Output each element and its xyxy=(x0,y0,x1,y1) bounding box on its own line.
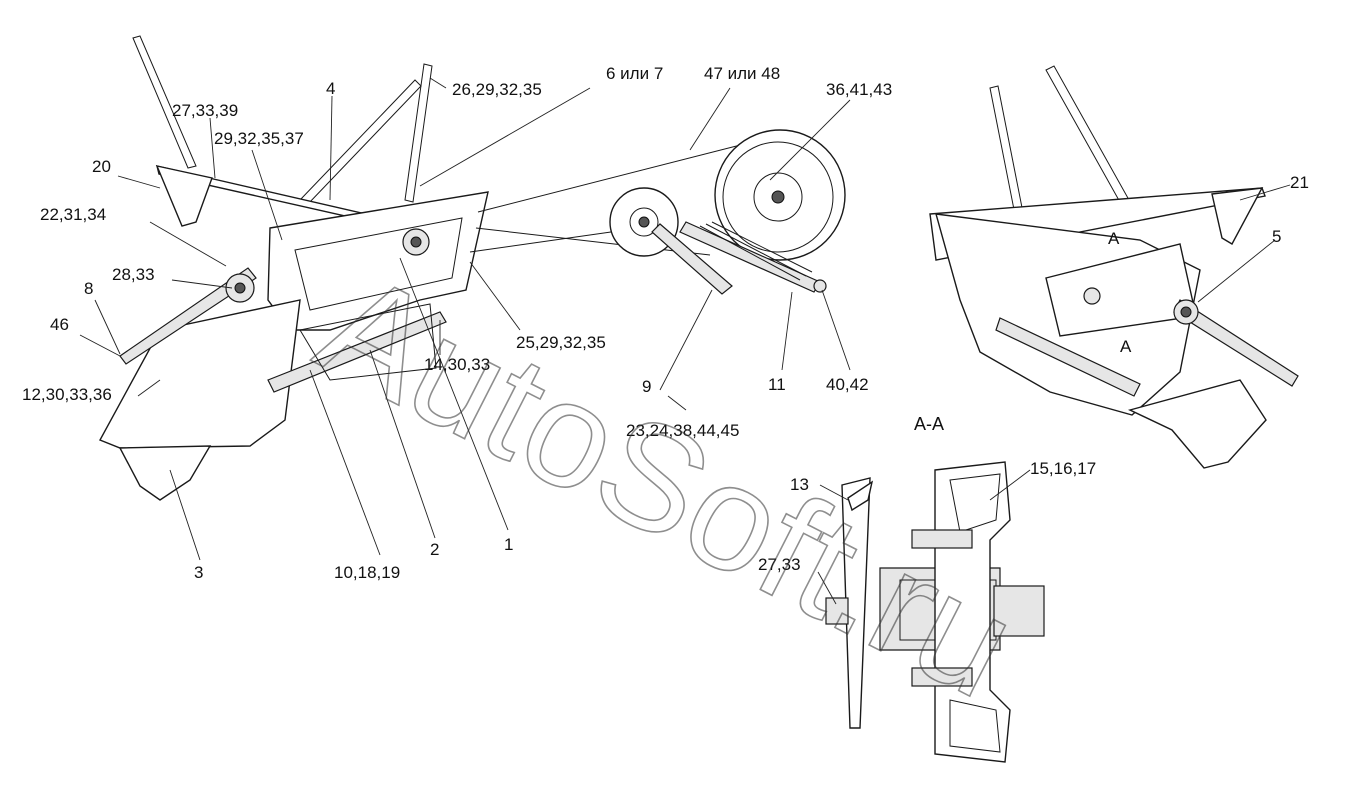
callout-40-42: 40,42 xyxy=(826,375,869,394)
section-mark-bottom: A xyxy=(1120,337,1132,356)
section-mark-top: A xyxy=(1108,229,1120,248)
callout-22-31-34: 22,31,34 xyxy=(40,205,106,224)
callout-29-32-35-37: 29,32,35,37 xyxy=(214,129,304,148)
callout-labels: 26,29,32,35 6 или 7 47 или 48 36,41,43 2… xyxy=(22,64,1309,582)
large-pulley xyxy=(714,129,846,261)
callout-9: 9 xyxy=(642,377,651,396)
callout-21: 21 xyxy=(1290,173,1309,192)
callout-5: 5 xyxy=(1272,227,1281,246)
callout-23-24-38-44-45: 23,24,38,44,45 xyxy=(626,421,739,440)
drive-belt xyxy=(469,139,761,256)
left-assembly xyxy=(99,35,489,501)
watermark: AutoSoft.ru xyxy=(295,239,1040,729)
callout-3: 3 xyxy=(194,563,203,582)
callout-47-48: 47 или 48 xyxy=(704,64,780,83)
callout-27-33: 27,33 xyxy=(758,555,801,574)
leader-lines xyxy=(79,77,1291,605)
callout-8: 8 xyxy=(84,279,93,298)
callout-20: 20 xyxy=(92,157,111,176)
right-assembly xyxy=(929,65,1299,469)
callout-4: 4 xyxy=(326,79,335,98)
callout-10-18-19: 10,18,19 xyxy=(334,563,400,582)
callout-2: 2 xyxy=(430,540,439,559)
callout-25-29-32-35: 25,29,32,35 xyxy=(516,333,606,352)
callout-46: 46 xyxy=(50,315,69,334)
callout-11: 11 xyxy=(768,375,786,394)
section-title: A-A xyxy=(914,414,944,434)
callout-15-16-17: 15,16,17 xyxy=(1030,459,1096,478)
callout-14-30-33: 14,30,33 xyxy=(424,355,490,374)
callout-13: 13 xyxy=(790,475,809,494)
callout-27-33-39: 27,33,39 xyxy=(172,101,238,120)
callout-26-29-32-35: 26,29,32,35 xyxy=(452,80,542,99)
tensioner-pulley xyxy=(609,187,827,295)
callout-12-30-33-36: 12,30,33,36 xyxy=(22,385,112,404)
section-a-a xyxy=(825,461,1045,763)
callout-6-7: 6 или 7 xyxy=(606,64,663,83)
callout-36-41-43: 36,41,43 xyxy=(826,80,892,99)
callout-1: 1 xyxy=(504,535,513,554)
callout-28-33: 28,33 xyxy=(112,265,155,284)
